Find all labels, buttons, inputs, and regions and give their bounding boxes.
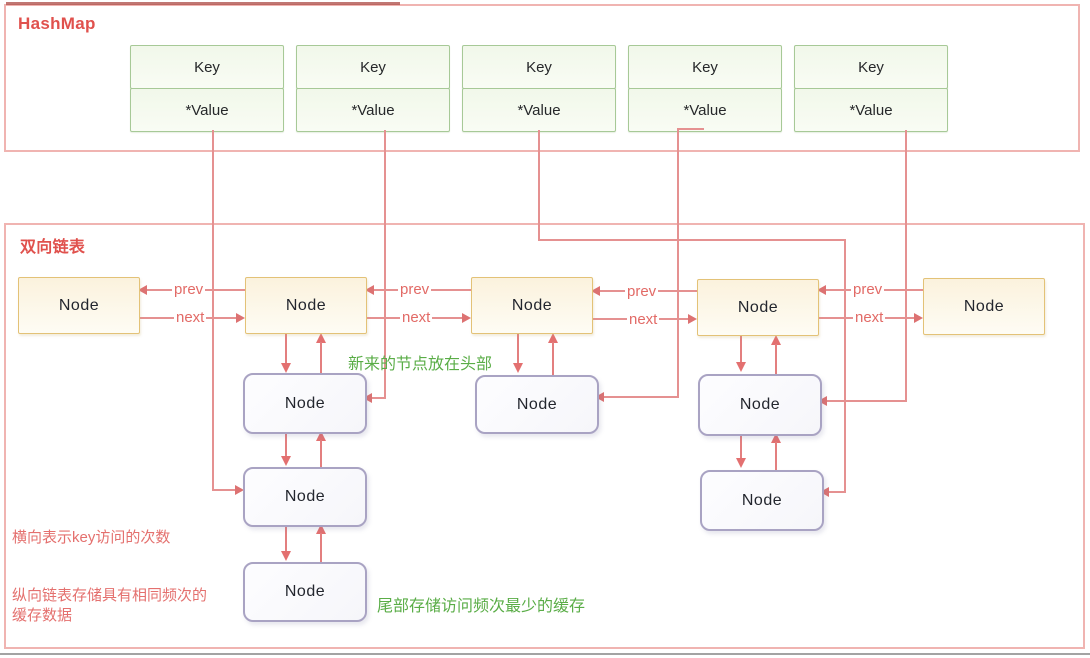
prev-arrowhead (591, 286, 600, 296)
freq-node-2-3: Node (243, 562, 367, 622)
connector-arrowhead (818, 396, 827, 406)
freq-node-3-1: Node (475, 375, 599, 434)
down-arrowhead (736, 362, 746, 372)
annotation-vertical-axis: 纵向链表存储具有相同频次的 缓存数据 (12, 587, 208, 624)
down-arrowhead (736, 458, 746, 468)
linked-list-title: 双向链表 (20, 239, 86, 256)
key-cell: Key (130, 45, 284, 89)
freq-node-4-1: Node (698, 374, 822, 436)
next-arrowhead (462, 313, 471, 323)
next-label: next (174, 309, 207, 326)
down-arrow-line (285, 334, 287, 364)
prev-arrowhead (138, 285, 147, 295)
up-arrow-line (320, 440, 322, 467)
value-cell: *Value (462, 88, 616, 132)
up-arrow-line (320, 342, 322, 373)
linked-list-panel (4, 223, 1085, 649)
freq-node-2-1: Node (243, 373, 367, 434)
down-arrowhead (513, 363, 523, 373)
list-node-1: Node (18, 277, 140, 334)
next-arrowhead (914, 313, 923, 323)
annotation-horizontal-axis: 横向表示key访问的次数 (12, 529, 171, 546)
down-arrowhead (281, 551, 291, 561)
list-node-3: Node (471, 277, 593, 334)
up-arrow-line (320, 533, 322, 562)
down-arrow-line (285, 432, 287, 457)
connector-arrowhead (820, 487, 829, 497)
down-arrow-line (740, 336, 742, 363)
list-node-4: Node (697, 279, 819, 336)
annotation-head-insert: 新来的节点放在头部 (348, 356, 493, 373)
next-label: next (853, 309, 886, 326)
connector-segment (677, 128, 679, 397)
prev-label: prev (851, 281, 885, 298)
next-label: next (627, 311, 660, 328)
up-arrow-line (775, 442, 777, 470)
hashmap-panel-top-stroke (6, 2, 400, 5)
next-arrowhead (236, 313, 245, 323)
connector-segment (384, 130, 386, 398)
up-arrow-line (775, 344, 777, 374)
key-cell: Key (462, 45, 616, 89)
connector-segment (827, 400, 907, 402)
up-arrowhead (316, 431, 326, 441)
down-arrow-line (285, 525, 287, 552)
up-arrowhead (771, 433, 781, 443)
connector-segment (905, 130, 907, 401)
connector-arrowhead (363, 393, 372, 403)
prev-label: prev (625, 283, 659, 300)
connector-segment (677, 128, 704, 130)
annotation-tail-evict: 尾部存储访问频次最少的缓存 (377, 598, 586, 615)
freq-node-4-2: Node (700, 470, 824, 531)
down-arrowhead (281, 363, 291, 373)
up-arrowhead (316, 524, 326, 534)
connector-segment (372, 397, 386, 399)
connector-arrowhead (595, 392, 604, 402)
prev-arrowhead (817, 285, 826, 295)
prev-label: prev (172, 281, 206, 298)
list-node-5: Node (923, 278, 1045, 335)
down-arrow-line (740, 434, 742, 459)
down-arrowhead (281, 456, 291, 466)
connector-segment (829, 491, 846, 493)
value-cell: *Value (296, 88, 450, 132)
value-cell: *Value (130, 88, 284, 132)
key-cell: Key (628, 45, 782, 89)
hashmap-panel (4, 4, 1080, 152)
up-arrowhead (771, 335, 781, 345)
connector-arrowhead (235, 485, 244, 495)
value-cell: *Value (628, 88, 782, 132)
prev-label: prev (398, 281, 432, 298)
list-node-2: Node (245, 277, 367, 334)
up-arrow-line (552, 342, 554, 375)
connector-segment (212, 489, 235, 491)
connector-segment (538, 130, 540, 241)
bottom-divider (0, 653, 1090, 655)
connector-segment (538, 239, 846, 241)
key-cell: Key (296, 45, 450, 89)
key-cell: Key (794, 45, 948, 89)
up-arrowhead (548, 333, 558, 343)
up-arrowhead (316, 333, 326, 343)
prev-arrowhead (365, 285, 374, 295)
hashmap-title: HashMap (18, 14, 96, 33)
next-arrowhead (688, 314, 697, 324)
down-arrow-line (517, 334, 519, 364)
connector-segment (212, 130, 214, 490)
next-label: next (400, 309, 433, 326)
value-cell: *Value (794, 88, 948, 132)
connector-segment (604, 396, 679, 398)
freq-node-2-2: Node (243, 467, 367, 527)
connector-segment (844, 239, 846, 493)
